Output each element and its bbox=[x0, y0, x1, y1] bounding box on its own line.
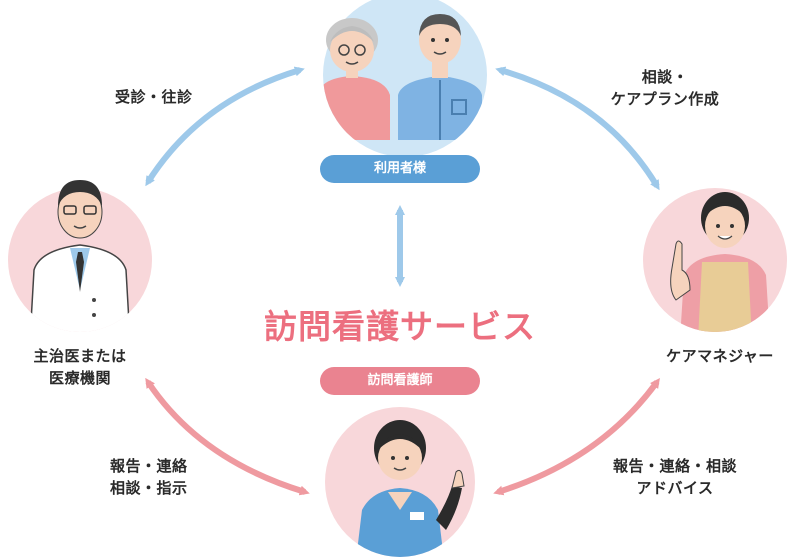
edge-top-right-line1: 相談・ bbox=[641, 68, 689, 86]
edge-top-left-label: 受診・往診 bbox=[115, 88, 193, 106]
user-pill: 利用者様 bbox=[320, 155, 480, 183]
arrow-doctor-nurse bbox=[145, 377, 310, 496]
edge-bottom-left-line1: 報告・連絡 bbox=[110, 457, 188, 475]
edge-bottom-right-label: 報告・連絡・相談 アドバイス bbox=[590, 455, 760, 499]
edge-bottom-right-line1: 報告・連絡・相談 bbox=[612, 457, 737, 475]
doctor-label-line2: 医療機関 bbox=[48, 369, 111, 387]
edge-bottom-left-line2: 相談・指示 bbox=[110, 479, 188, 497]
arrow-user-doctor bbox=[145, 66, 305, 187]
nurse-pill: 訪問看護師 bbox=[320, 367, 480, 395]
edge-top-right-line2: ケアプラン作成 bbox=[610, 90, 720, 108]
care-manager-label: ケアマネジャー bbox=[666, 347, 774, 365]
doctor-label-line1: 主治医または bbox=[33, 347, 127, 365]
doctor-label: 主治医または 医療機関 bbox=[0, 345, 160, 389]
elderly-couple-icon bbox=[323, 0, 487, 157]
edge-bottom-left-label: 報告・連絡 相談・指示 bbox=[110, 455, 188, 499]
doctor-icon bbox=[8, 180, 152, 332]
edge-top-right-label: 相談・ ケアプラン作成 bbox=[590, 66, 740, 110]
center-title: 訪問看護サービス bbox=[264, 307, 536, 346]
care-manager-icon bbox=[643, 188, 787, 332]
edge-bottom-right-line2: アドバイス bbox=[636, 479, 714, 497]
nurse-icon bbox=[325, 407, 475, 557]
arrow-caremanager-nurse bbox=[493, 377, 660, 496]
arrow-user-caremanager bbox=[495, 66, 660, 191]
